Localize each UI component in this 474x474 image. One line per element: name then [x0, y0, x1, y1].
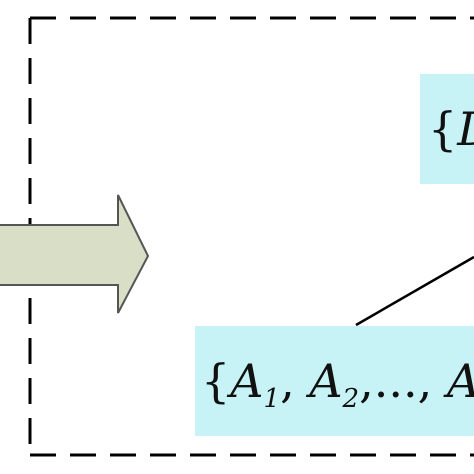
a2-subscript: 2 — [342, 384, 360, 414]
am-symbol: A — [447, 354, 474, 408]
separator-2: ,..., — [359, 354, 447, 408]
set-a-label: {A1, A2,..., AM — [195, 326, 474, 436]
open-brace: { — [201, 354, 231, 408]
a2-symbol: A — [309, 354, 343, 408]
a1-symbol: A — [230, 354, 264, 408]
separator-1: , — [280, 354, 310, 408]
a1-subscript: 1 — [263, 384, 281, 414]
set-d-letter: D — [457, 102, 474, 156]
set-d-label: {D — [420, 74, 474, 184]
connector-line — [355, 255, 474, 327]
right-arrow-shape — [0, 194, 150, 314]
open-brace: { — [428, 102, 458, 156]
